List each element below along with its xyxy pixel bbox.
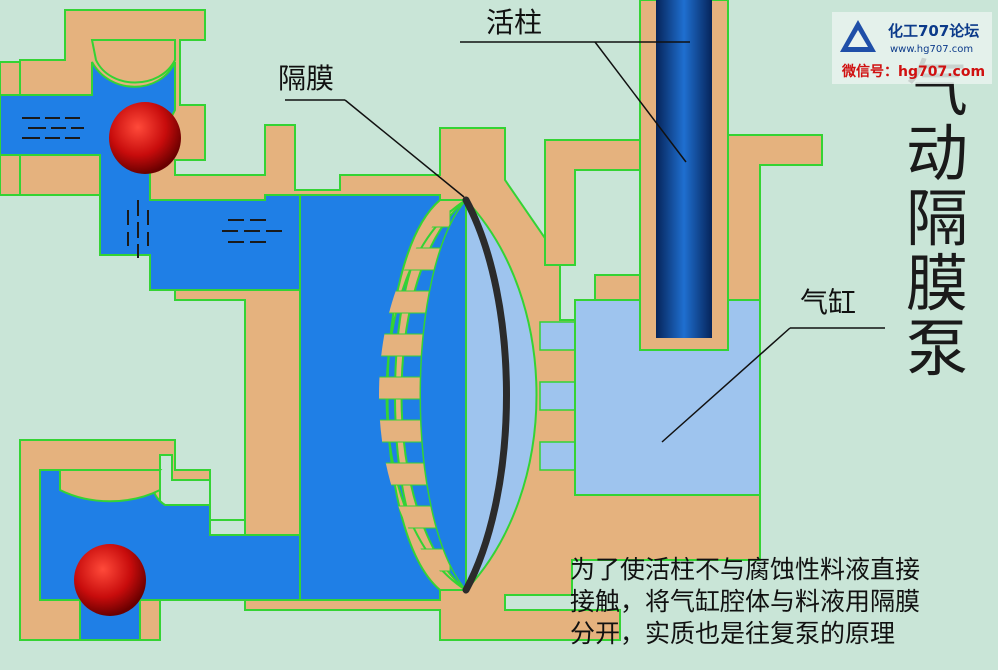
diaphragm-chamber [379, 196, 576, 594]
label-piston: 活柱 [486, 6, 542, 39]
title-char-5: 泵 [906, 312, 968, 385]
flow-mark-left-pipe [22, 117, 84, 139]
watermark-wechat: 微信号：hg707.com [841, 63, 985, 80]
note-line-1: 为了使活柱不与腐蚀性料液直接 [570, 555, 920, 584]
watermark: 化工707论坛 www.hg707.com 微信号：hg707.com [832, 12, 992, 84]
title-char-3: 隔 [906, 182, 968, 255]
flow-mark-vertical [127, 200, 149, 258]
page-title: 气 动 隔 膜 泵 [906, 52, 968, 385]
title-char-2: 动 [906, 117, 968, 190]
label-cylinder: 气缸 [800, 286, 856, 319]
triangle-logo-icon [840, 20, 876, 52]
diaphragm-membrane [462, 196, 510, 594]
label-diaphragm: 隔膜 [278, 62, 334, 95]
watermark-url: www.hg707.com [890, 44, 973, 55]
note-line-3: 分开，实质也是往复泵的原理 [570, 619, 895, 648]
piston-rod [656, 0, 712, 338]
flow-mark-body [222, 219, 282, 243]
air-cylinder [574, 0, 761, 496]
flow-marks [22, 117, 282, 258]
title-char-4: 膜 [906, 247, 968, 320]
lower-check-ball [74, 544, 146, 616]
description-note: 为了使活柱不与腐蚀性料液直接 接触，将气缸腔体与料液用隔膜 分开，实质也是往复泵… [570, 555, 920, 648]
leader-lines [285, 41, 885, 443]
watermark-name: 化工707论坛 [888, 22, 979, 40]
upper-check-ball [109, 102, 181, 174]
liquid-channels [0, 39, 441, 641]
note-line-2: 接触，将气缸腔体与料液用隔膜 [570, 587, 920, 616]
